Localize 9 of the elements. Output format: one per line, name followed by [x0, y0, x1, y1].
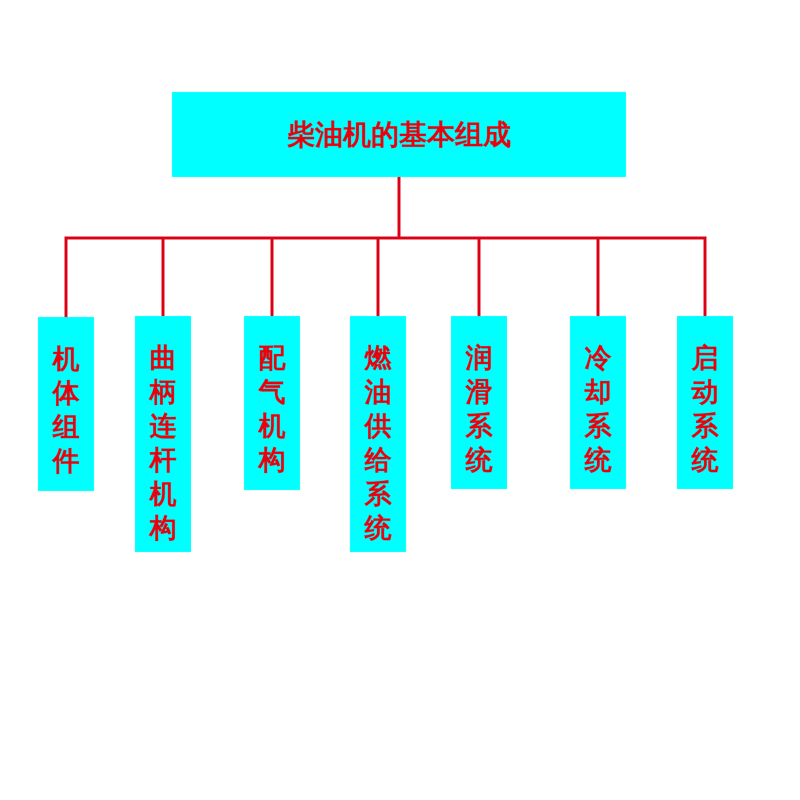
title-box: 柴油机的基本组成 — [172, 92, 626, 177]
component-box: 冷却系统 — [570, 316, 626, 489]
connector-line — [398, 177, 706, 316]
component-box: 润滑系统 — [451, 316, 507, 489]
component-box: 燃油供给系统 — [350, 316, 406, 552]
component-box: 配气机构 — [244, 316, 300, 490]
component-box: 曲柄连杆机构 — [135, 316, 191, 552]
component-box: 启动系统 — [677, 316, 733, 489]
component-box: 机体组件 — [38, 317, 94, 491]
